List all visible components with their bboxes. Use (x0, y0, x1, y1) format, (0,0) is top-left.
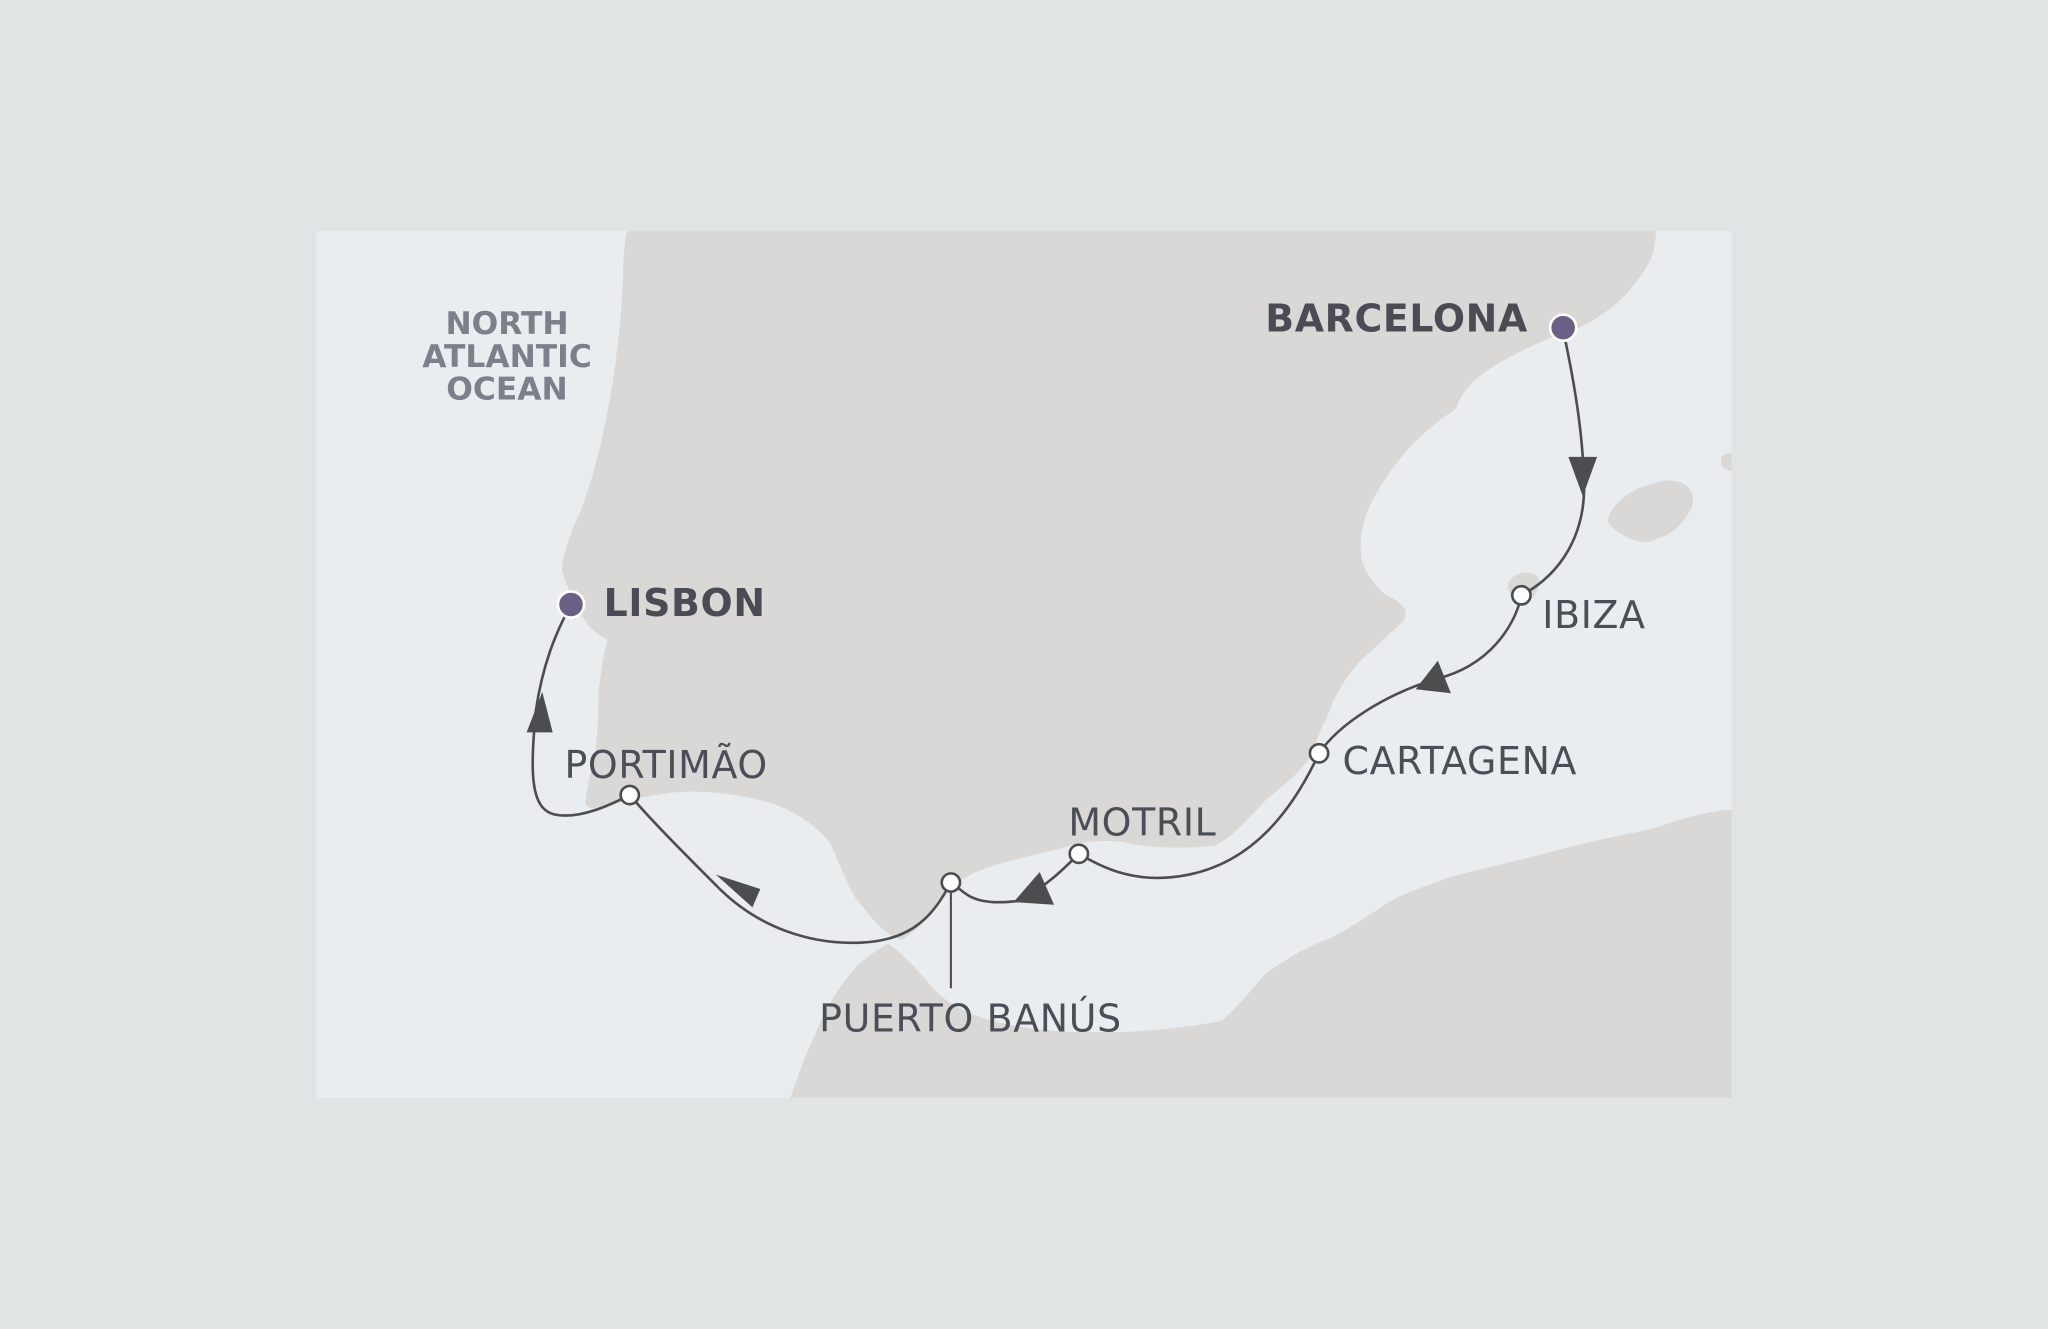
mallorca-island (1608, 480, 1694, 543)
port-label-motril: MOTRIL (1068, 801, 1216, 845)
port-label-barcelona: BARCELONA (1265, 297, 1528, 341)
direction-arrow-icon (715, 874, 761, 908)
direction-arrow-icon (1568, 456, 1598, 497)
port-marker-barcelona[interactable] (1548, 313, 1578, 343)
ocean-label-line1: NORTH (445, 306, 568, 342)
port-label-cartagena: CARTAGENA (1343, 739, 1578, 783)
ocean-label-line3: OCEAN (446, 371, 568, 407)
direction-arrow-icon (1415, 660, 1451, 694)
port-marker-cartagena[interactable] (1308, 742, 1330, 764)
port-marker-puerto-banus[interactable] (940, 872, 962, 893)
direction-arrow-icon (526, 691, 553, 733)
iberian-peninsula (561, 231, 1656, 940)
port-label-puerto-banus: PUERTO BANÚS (819, 996, 1122, 1040)
ocean-label: NORTH ATLANTIC OCEAN (422, 306, 592, 407)
land-masses (561, 231, 1732, 1098)
port-marker-ibiza[interactable] (1510, 584, 1532, 606)
port-label-lisbon: LISBON (604, 581, 766, 625)
ocean-label-line2: ATLANTIC (422, 339, 592, 375)
direction-arrow-icon (1013, 872, 1055, 905)
port-marker-motril[interactable] (1068, 843, 1090, 865)
port-label-ibiza: IBIZA (1542, 593, 1645, 637)
route-leg-puertobanus-portimao (628, 794, 953, 945)
port-label-portimao: PORTIMÃO (564, 743, 767, 787)
menorca-island (1721, 453, 1732, 471)
route-leg-cartagena-motril (1078, 752, 1321, 880)
north-africa (790, 809, 1732, 1098)
port-labels: BARCELONA IBIZA CARTAGENA MOTRIL PUERTO … (564, 297, 1645, 1041)
port-marker-lisbon[interactable] (556, 590, 586, 619)
port-marker-portimao[interactable] (619, 784, 641, 806)
route-leg-portimao-lisbon (531, 603, 631, 817)
port-markers (556, 313, 1578, 893)
